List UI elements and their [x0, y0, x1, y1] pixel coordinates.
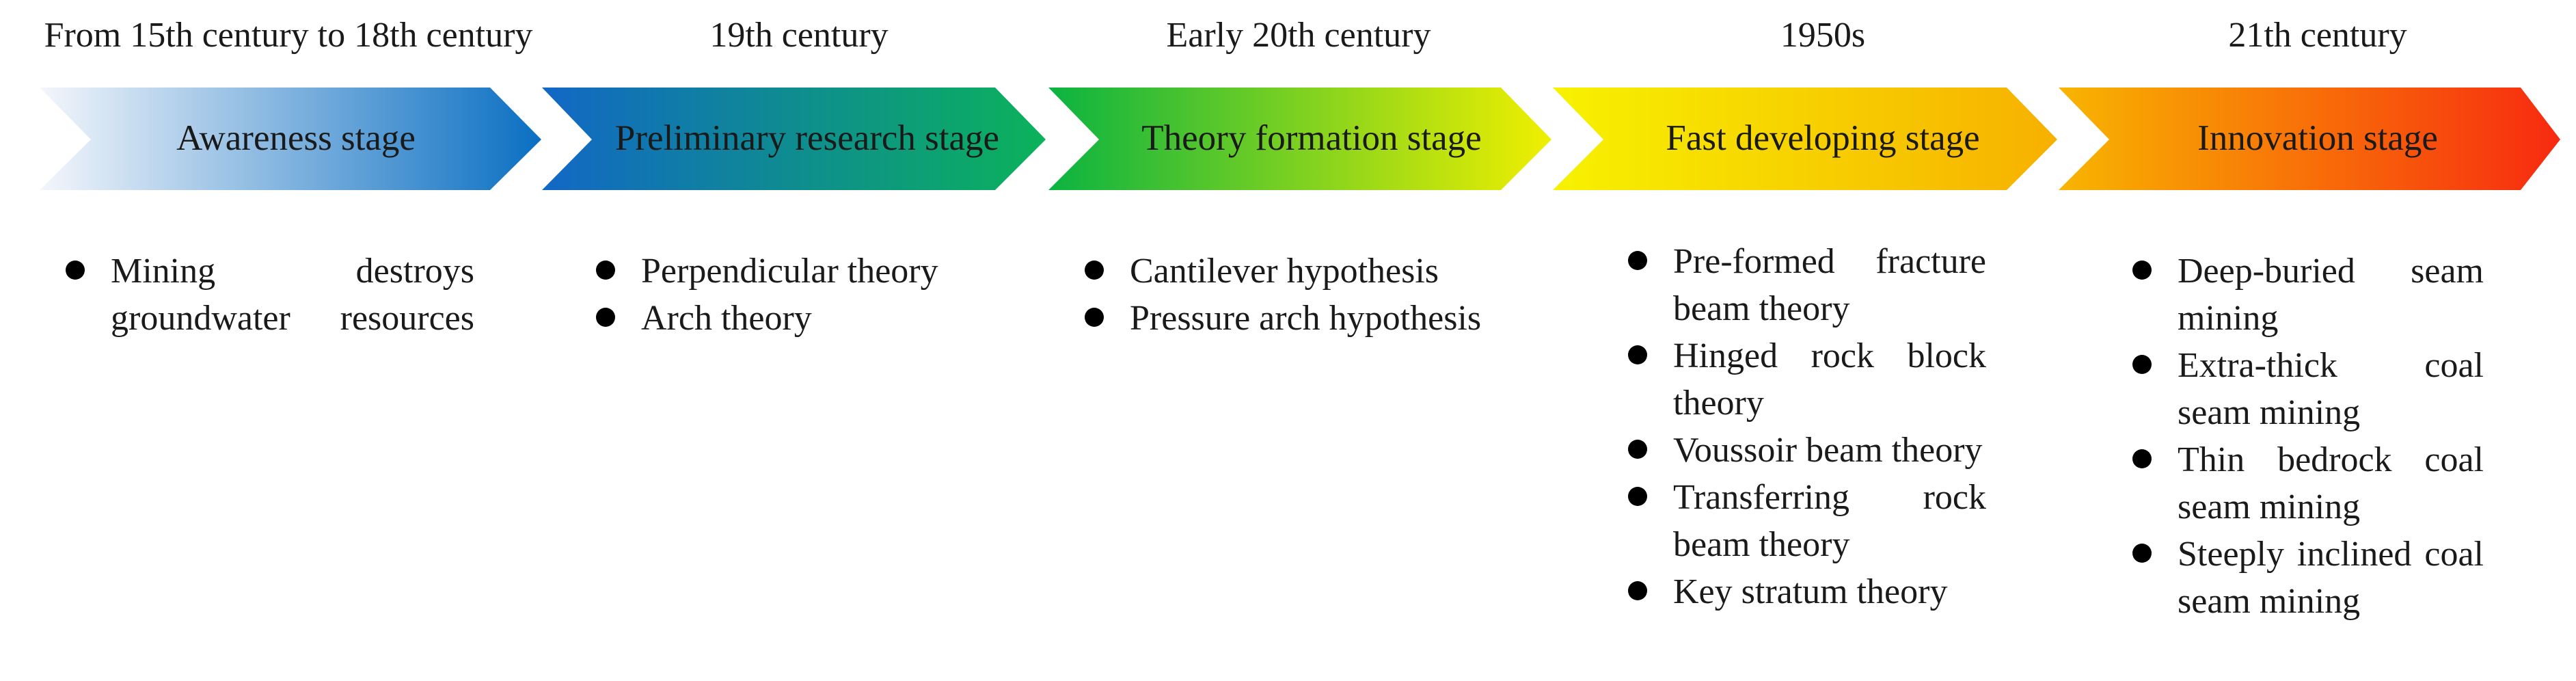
bullet-icon [66, 261, 85, 280]
awareness-items: Mining destroys groundwater resources [66, 248, 474, 342]
item-text: Mining destroys groundwater resources [111, 252, 474, 338]
era-label-2: 19th century [709, 16, 889, 55]
item-text: Cantilever hypothesis [1130, 252, 1439, 291]
item-text: Extra-thick coal seam mining [2178, 346, 2484, 432]
bullet-icon [1628, 251, 1647, 270]
bullet-icon [2132, 449, 2152, 468]
bullet-icon [1628, 440, 1647, 459]
list-item: Pre-formed fracture beam theory [1628, 238, 1986, 332]
item-text: Key stratum theory [1673, 572, 1948, 611]
bullet-icon [1085, 308, 1104, 327]
innovation-stage-arrow [2059, 88, 2560, 190]
item-text: Pressure arch hypothesis [1130, 299, 1482, 338]
list-item: Key stratum theory [1628, 568, 1986, 615]
era-label-3: Early 20th century [1166, 16, 1431, 55]
bullet-icon [1628, 345, 1647, 364]
stage-label-preliminary: Preliminary research stage [614, 118, 1000, 158]
era-label-1: From 15th century to 18th century [44, 16, 533, 55]
item-text: Thin bedrock coal seam mining [2178, 440, 2484, 526]
theory-items: Cantilever hypothesis Pressure arch hypo… [1085, 248, 1563, 342]
list-item: Steeply inclined coal seam mining [2132, 531, 2484, 625]
awareness-stage-arrow [40, 88, 541, 190]
bullet-icon [2132, 261, 2152, 280]
era-label-4: 1950s [1780, 16, 1866, 55]
list-item: Hinged rock block theory [1628, 332, 1986, 427]
stage-label-fast: Fast developing stage [1666, 118, 1980, 158]
bullet-icon [1628, 581, 1647, 600]
item-text: Hinged rock block theory [1673, 336, 1986, 423]
item-text: Deep-buried seam mining [2178, 252, 2484, 338]
theory-stage-arrow [1048, 88, 1551, 190]
item-text: Pre-formed fracture beam theory [1673, 242, 1986, 328]
bullet-icon [596, 308, 615, 327]
list-item: Extra-thick coal seam mining [2132, 342, 2484, 436]
preliminary-items: Perpendicular theory Arch theory [596, 248, 1047, 342]
bullet-icon [2132, 544, 2152, 563]
fast-stage-arrow [1553, 88, 2057, 190]
list-item: Pressure arch hypothesis [1085, 295, 1563, 342]
item-text: Voussoir beam theory [1673, 431, 1983, 470]
list-item: Cantilever hypothesis [1085, 248, 1563, 295]
stage-label-awareness: Awareness stage [176, 118, 416, 158]
item-text: Arch theory [641, 299, 812, 338]
item-text: Transferring rock beam theory [1673, 478, 1986, 564]
era-label-5: 21th century [2228, 16, 2407, 55]
list-item: Transferring rock beam theory [1628, 474, 1986, 568]
innovation-items: Deep-buried seam mining Extra-thick coal… [2132, 248, 2484, 625]
bullet-icon [1085, 261, 1104, 280]
item-text: Steeply inclined coal seam mining [2178, 535, 2484, 621]
bullet-icon [2132, 355, 2152, 374]
list-item: Voussoir beam theory [1628, 427, 1986, 474]
item-text: Perpendicular theory [641, 252, 938, 291]
preliminary-stage-arrow [542, 88, 1046, 190]
list-item: Mining destroys groundwater resources [66, 248, 474, 342]
fast-developing-items: Pre-formed fracture beam theory Hinged r… [1628, 238, 1986, 615]
bullet-icon [596, 261, 615, 280]
list-item: Arch theory [596, 295, 1047, 342]
list-item: Thin bedrock coal seam mining [2132, 436, 2484, 531]
stage-label-innovation: Innovation stage [2197, 118, 2438, 158]
list-item: Perpendicular theory [596, 248, 1047, 295]
stage-label-theory: Theory formation stage [1141, 118, 1482, 158]
bullet-icon [1628, 487, 1647, 506]
list-item: Deep-buried seam mining [2132, 248, 2484, 342]
